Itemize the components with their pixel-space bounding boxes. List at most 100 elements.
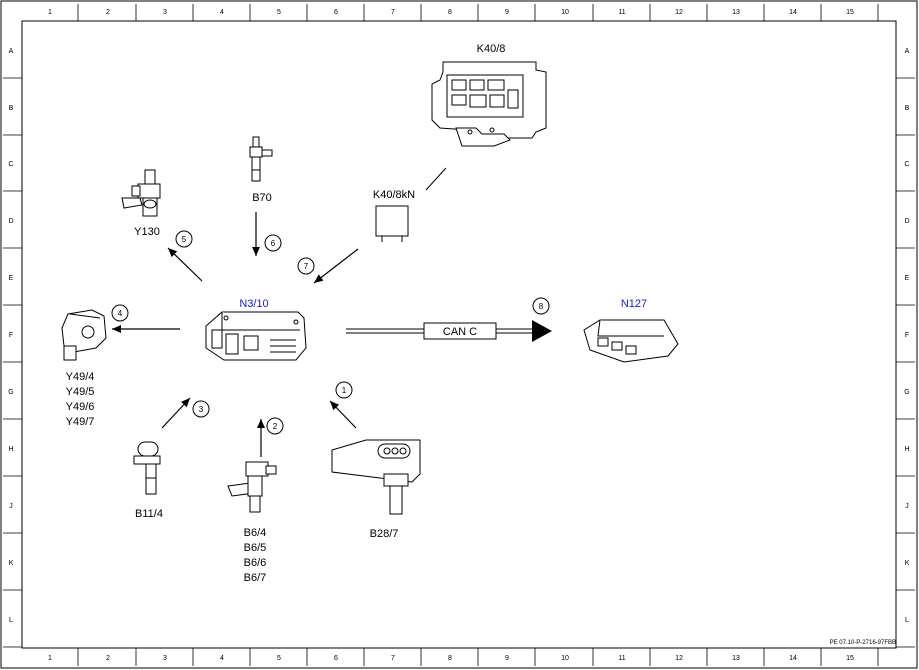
grid-column-label: 7 [391,9,395,16]
grid-row-label: G [8,389,13,396]
grid-column-label: 15 [846,9,854,16]
grid-column-label: 12 [675,655,683,662]
grid-row-label: L [9,617,13,624]
signal-number: 7 [304,262,309,271]
can-label-box [423,322,497,340]
hall-sensor-icon [227,461,277,513]
component-code: B6/6 [244,557,267,569]
relay-label: K40/8kN [373,189,415,201]
gateway-label: N127 [621,298,647,310]
grid-row-label: A [905,48,910,55]
grid-row-label: E [9,275,14,282]
signal-number-circle [111,304,129,322]
component-code: Y49/6 [66,401,95,413]
can-bus-arrowhead [532,320,552,342]
grid-row-label: K [9,560,14,567]
signal-number-circle [175,230,193,248]
grid-row-label: F [9,332,13,339]
grid-column-label: 9 [505,655,509,662]
valve-y130: Y130 [121,169,161,238]
grid-column-label: 10 [561,9,569,16]
sensor-b70: B70 [249,136,273,204]
grid-row-label: L [905,617,909,624]
relay-module-icon [431,61,547,147]
grid-row-label: A [9,48,14,55]
grid-column-label: 15 [846,655,854,662]
grid-column-label: 13 [732,655,740,662]
signal-number-circle [297,257,315,275]
grid-column-label: 6 [334,9,338,16]
grid-row-label: C [904,161,909,168]
grid-column-label: 11 [618,655,625,662]
pressure-sensor-b28-7: B28/7 [331,439,421,540]
relay-module-label: K40/8 [477,43,506,55]
grid-row-label: J [9,503,13,510]
pressure-sensor-icon [331,439,421,515]
grid-column-label: 2 [106,9,110,16]
grid-row-label: K [905,560,910,567]
grid-row-label: B [9,105,14,112]
b28-7-label: B28/7 [370,528,399,540]
component-code: Y49/4 [66,371,95,383]
signal-number-circle [266,417,284,435]
grid-column-label: 6 [334,655,338,662]
grid-row-label: F [905,332,909,339]
crankshaft-sensor-icon [249,136,273,182]
grid-column-label: 1 [48,9,52,16]
grid-column-label: 4 [220,9,224,16]
component-code: B6/5 [244,542,267,554]
actuator-icon [61,309,107,361]
grid-column-label: 8 [448,9,452,16]
arrow-5 [167,247,203,282]
grid-row-label: E [905,275,910,282]
grid-column-label: 8 [448,655,452,662]
relay-leader-line [425,167,447,191]
b11-4-label: B11/4 [135,508,163,520]
grid-row-label: J [905,503,909,510]
ecu-n3-10: N3/10 [205,298,307,361]
grid-column-label: 5 [277,9,281,16]
signal-number-circle [192,400,210,418]
grid-row-label: D [904,218,909,225]
signal-number: 6 [271,239,276,248]
grid-row-label: D [8,218,13,225]
ecu-label: N3/10 [239,298,268,310]
sensor-b11-4: B11/4 [133,441,163,520]
relay-k40-8kn: K40/8kN [373,167,447,242]
grid-column-label: 9 [505,9,509,16]
grid-column-label: 14 [789,9,797,16]
arrow-1 [329,400,357,429]
grid-row-label: H [904,446,909,453]
signal-number-circle [335,381,353,399]
drawing-code: PE 07.10-P-2716-97FBB [830,640,896,646]
signal-number: 2 [273,422,278,431]
component-code: Y49/5 [66,386,95,398]
grid-column-label: 4 [220,655,224,662]
grid-column-label: 10 [561,655,569,662]
grid-column-label: 3 [163,9,167,16]
signal-number: 8 [539,302,544,311]
grid-column-label: 2 [106,655,110,662]
signal-number: 5 [182,235,187,244]
grid-column-label: 13 [732,9,740,16]
ecu-icon [205,311,307,361]
temperature-sensor-icon [133,441,161,495]
grid-row-label: C [8,161,13,168]
signal-number-circle [532,297,550,315]
y130-label: Y130 [134,226,160,238]
signal-arrows [112,212,359,457]
component-code: B6/4 [244,527,267,539]
grid-column-label: 14 [789,655,797,662]
grid-row-label: B [905,105,910,112]
grid-column-label: 12 [675,9,683,16]
grid-column-label: 3 [163,655,167,662]
grid-column-label: 11 [618,9,625,16]
